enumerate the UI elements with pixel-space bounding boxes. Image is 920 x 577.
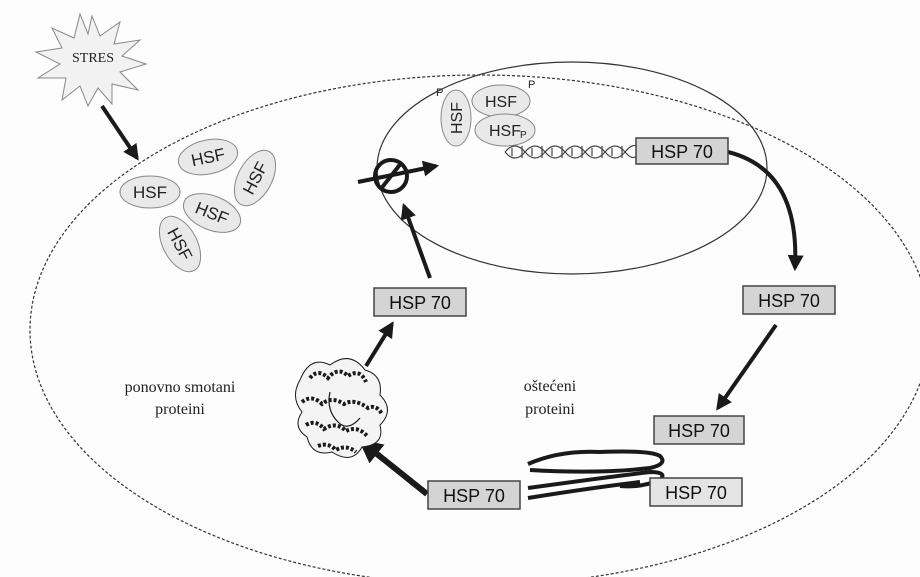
stress-label: STRES: [72, 51, 114, 66]
damaged-protein-icon: [527, 449, 665, 500]
hsp70-box-damaged-2: HSP 70: [649, 477, 743, 507]
svg-text:HSP 70: HSP 70: [389, 293, 451, 313]
hsp70-box-damaged-1: HSP 70: [653, 415, 745, 445]
damaged-label-line1: oštećeni: [524, 378, 577, 395]
bottom-to-refolded-arrow: [358, 439, 429, 497]
hsp70-box-bottom: HSP 70: [427, 480, 521, 510]
refolded-protein-icon: [295, 358, 388, 458]
svg-text:HSP 70: HSP 70: [668, 421, 730, 441]
refolded-label-line2: proteini: [155, 401, 205, 418]
phospho-mark: P: [520, 130, 527, 141]
hsf-monomer: HSF: [177, 138, 239, 176]
hsf-monomer: HSF: [158, 215, 202, 273]
svg-text:HSF: HSF: [449, 102, 466, 134]
hsf-trimer-top: HSF: [471, 84, 531, 118]
hsf-monomer: HSF: [119, 175, 181, 209]
hsp70-box-left: HSP 70: [373, 287, 467, 317]
svg-text:HSF: HSF: [133, 183, 167, 202]
refolded-label-line1: ponovno smotani: [125, 379, 236, 396]
svg-text:HSP 70: HSP 70: [443, 486, 505, 506]
svg-text:HSF: HSF: [489, 123, 521, 140]
svg-text:HSP 70: HSP 70: [758, 291, 820, 311]
hsf-trimer-bottom: HSF: [474, 113, 536, 147]
hsp70-box-gene: HSP 70: [635, 137, 729, 165]
svg-text:HSF: HSF: [485, 94, 517, 111]
hsp-to-damaged-arrow: [716, 323, 778, 411]
hsf-monomer: HSF: [182, 193, 242, 233]
blocked-entry-icon: [357, 158, 440, 194]
phospho-mark: P: [528, 79, 535, 91]
stress-arrow: [100, 104, 139, 161]
hsf-trimer-vertical: HSF: [440, 89, 472, 147]
hsp70-box-cytoplasm: HSP 70: [742, 285, 836, 315]
stress-burst: STRES: [34, 12, 148, 108]
gene-to-cytoplasm-arrow: [727, 150, 804, 272]
hsf-monomer: HSF: [233, 149, 277, 207]
hsp-to-nucleus-arrow: [400, 202, 432, 279]
damaged-label-line2: proteini: [525, 401, 575, 418]
dna-helix: [504, 144, 641, 159]
svg-text:HSP 70: HSP 70: [665, 483, 727, 503]
refolded-to-hsp-arrow: [364, 321, 394, 368]
phospho-mark: P: [436, 87, 443, 99]
svg-text:HSP 70: HSP 70: [651, 142, 713, 162]
